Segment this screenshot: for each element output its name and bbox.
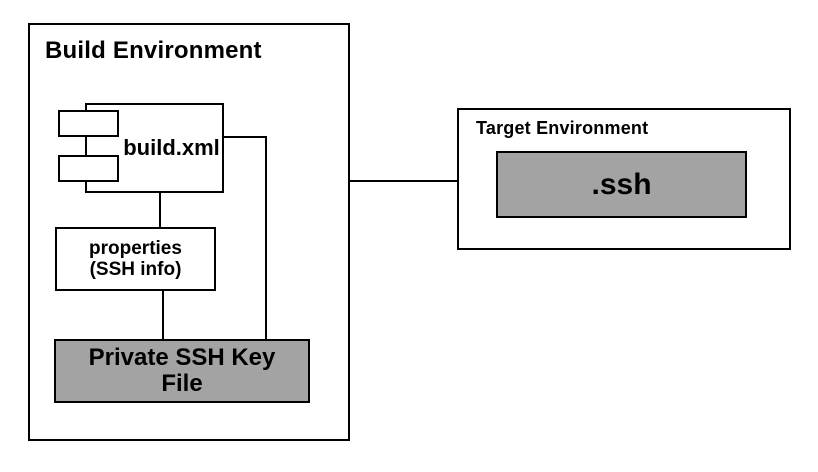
build-environment-box: Build Environment build.xml properties (…: [28, 23, 350, 441]
target-environment-box: Target Environment .ssh: [457, 108, 791, 250]
build-xml-component-tab-top: [58, 110, 119, 137]
properties-box: properties (SSH info): [55, 227, 216, 291]
connector-buildxml-to-keyfile-vertical: [265, 136, 267, 339]
build-xml-label: build.xml: [123, 135, 220, 160]
connector-buildxml-to-keyfile-horizontal: [224, 136, 267, 138]
properties-box-line1: properties: [89, 238, 182, 259]
target-environment-title: Target Environment: [476, 118, 649, 138]
connector-properties-to-keyfile: [162, 291, 164, 339]
private-ssh-key-file-line2: File: [161, 370, 203, 397]
private-ssh-key-file-box: Private SSH Key File: [54, 339, 310, 403]
build-environment-title: Build Environment: [45, 37, 262, 64]
connector-build-to-target: [350, 180, 457, 182]
connector-buildxml-to-properties: [159, 193, 161, 227]
ssh-directory-box: .ssh: [496, 151, 747, 218]
properties-box-line2: (SSH info): [89, 259, 182, 280]
build-xml-component-tab-bottom: [58, 155, 119, 182]
private-ssh-key-file-line1: Private SSH Key: [88, 344, 276, 371]
ssh-directory-label: .ssh: [591, 167, 652, 201]
